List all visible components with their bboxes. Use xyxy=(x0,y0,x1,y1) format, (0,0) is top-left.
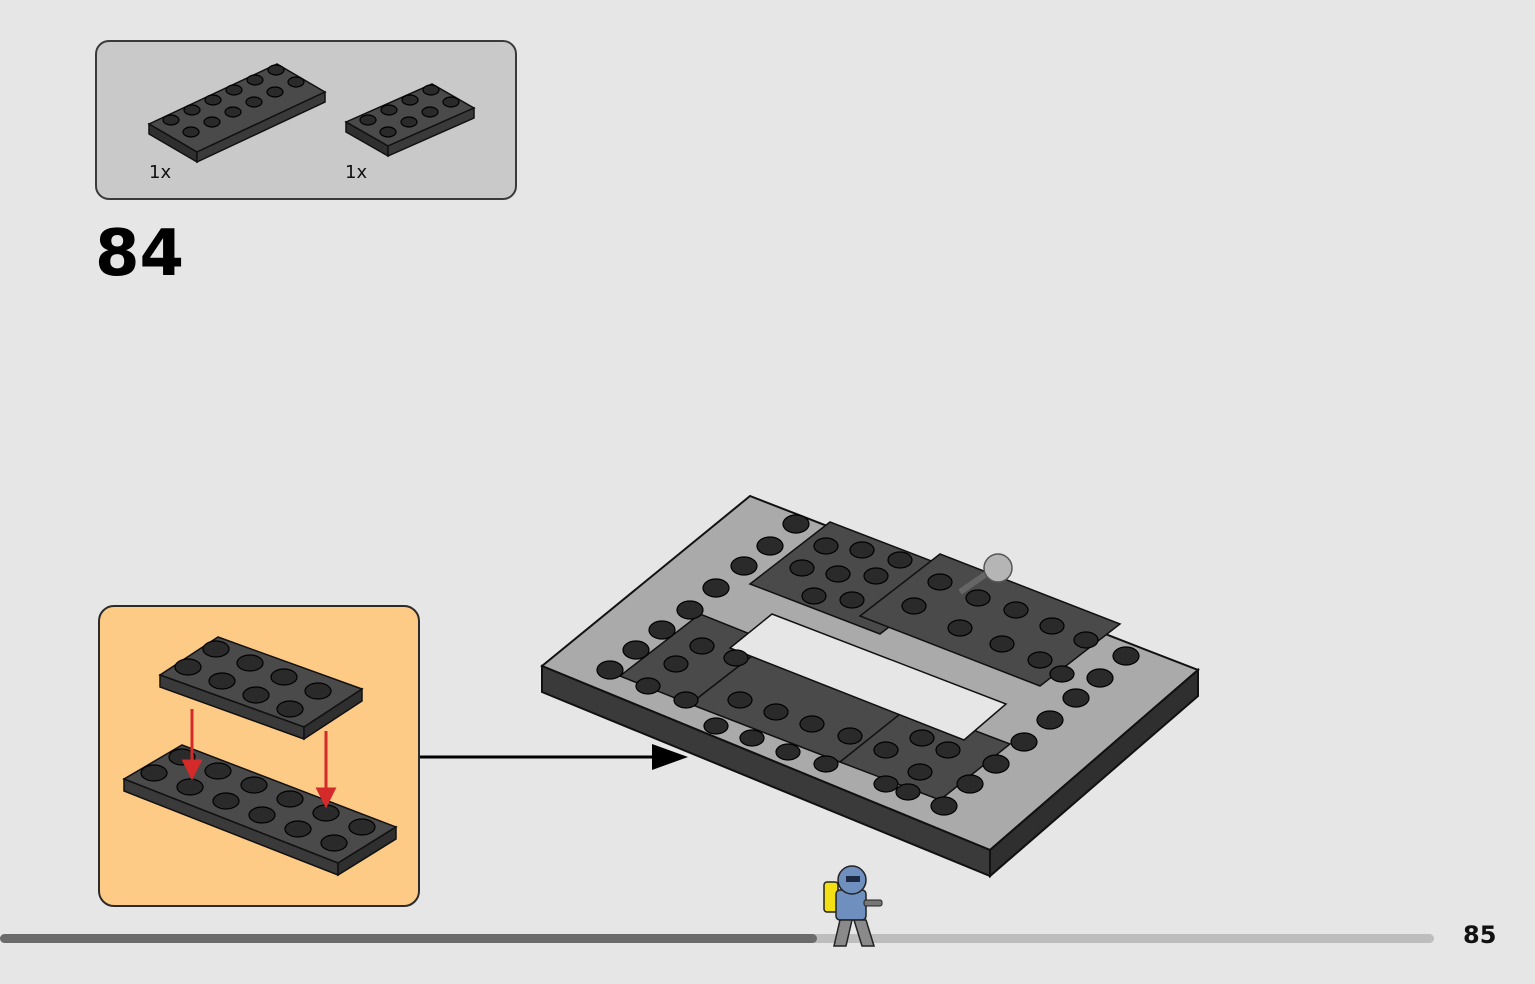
subassembly-callout xyxy=(98,605,420,907)
progress-fill xyxy=(0,934,817,943)
plate-2x4-icon xyxy=(344,83,476,158)
progress-bar xyxy=(0,934,1434,943)
subassembly-illustration xyxy=(122,636,398,877)
part-quantity-1: 1x xyxy=(149,162,172,183)
step-number: 84 xyxy=(95,217,185,291)
part-quantity-2: 1x xyxy=(345,162,368,183)
parts-list-box: 1x 1x xyxy=(95,40,517,200)
plate-2x6-icon xyxy=(147,63,327,164)
page-number: 85 xyxy=(1463,921,1497,949)
main-model-illustration xyxy=(540,494,1200,879)
placement-arrow xyxy=(420,744,688,770)
knob-icon xyxy=(958,553,1013,595)
minifigure-icon xyxy=(823,865,883,947)
